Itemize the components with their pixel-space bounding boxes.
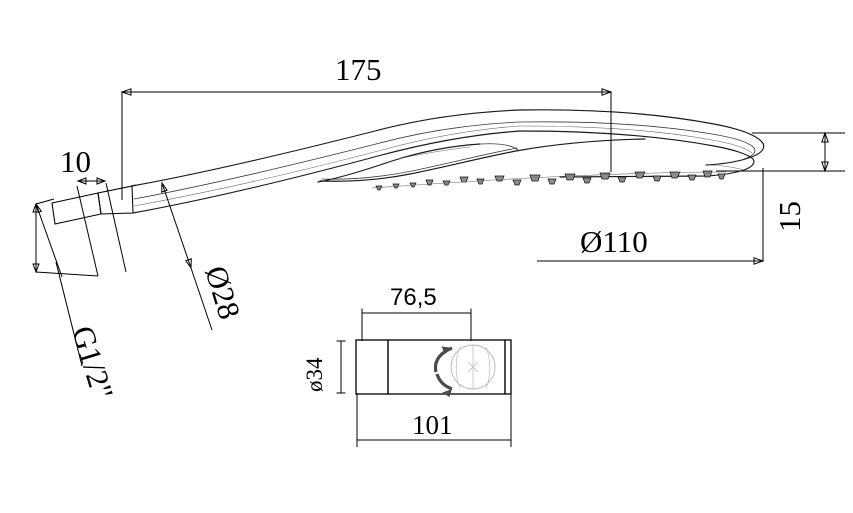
dimension-175: 175 [120, 52, 613, 200]
dimension-label-dia-34: ø34 [302, 357, 327, 392]
dimension-15: 15 [716, 131, 845, 232]
spray-nozzle-row [371, 170, 727, 191]
shower-head-underside [317, 138, 646, 183]
dimension-dia-28: Ø28 [161, 181, 247, 331]
dimension-label-dia-110: Ø110 [580, 224, 648, 259]
dimension-label-175: 175 [335, 52, 382, 87]
rotation-arrow-icon [433, 346, 453, 397]
dimension-label-76-5: 76,5 [390, 284, 437, 311]
detail-body-rectangle [355, 339, 512, 395]
dimension-76-5: 76,5 [361, 284, 472, 341]
center-cross-icon [467, 361, 479, 373]
handle-tube [97, 109, 522, 215]
spray-face-circle [450, 344, 496, 390]
dimension-dia-110: Ø110 [537, 168, 765, 265]
bottom-plan-detail-view: 76,5 ø34 101 [302, 284, 512, 447]
dimension-dia-34: ø34 [302, 340, 346, 394]
dimension-101: 101 [356, 393, 512, 447]
dimension-label-101: 101 [412, 410, 453, 440]
dimension-label-15: 15 [772, 201, 807, 232]
dimension-10: 10 [60, 144, 127, 277]
dimension-label-10: 10 [60, 144, 91, 179]
